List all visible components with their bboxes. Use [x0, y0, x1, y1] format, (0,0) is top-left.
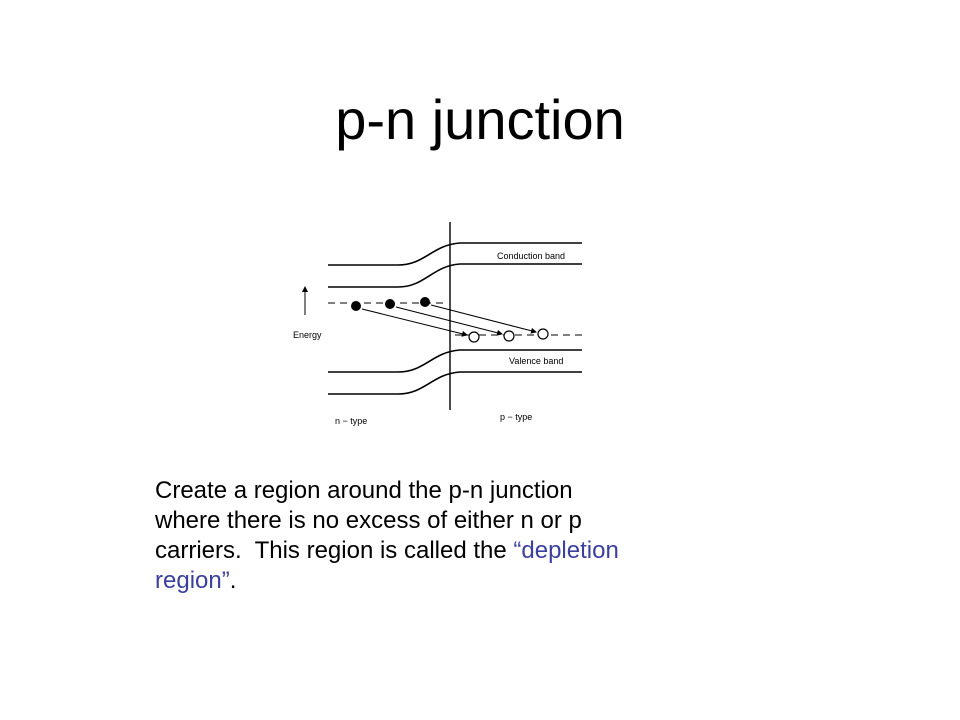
body-line-2: where there is no excess of either n or … [155, 507, 582, 534]
n-type-label: n − type [335, 416, 367, 426]
body-line-4-period: . [229, 567, 237, 594]
depletion-term-end: region” [155, 567, 230, 594]
body-line-4: region”. [155, 566, 835, 596]
transfer-arrow-1 [361, 308, 468, 337]
valence-band-lower [328, 371, 582, 395]
valence-band-upper [328, 349, 582, 373]
hole-1 [468, 331, 480, 343]
body-line-3: carriers. This region is called the “dep… [155, 536, 835, 566]
electron-1 [351, 301, 361, 311]
conduction-band-lower [328, 263, 582, 288]
conduction-band-label: Conduction band [497, 251, 565, 261]
p-type-label: p − type [500, 412, 532, 422]
body-line-3-text: carriers. This region is called the [155, 537, 514, 564]
body-line-1: Create a region around the p-n junction [155, 477, 573, 504]
hole-3 [537, 328, 549, 340]
body-paragraph: Create a region around the p-n junction … [155, 476, 835, 596]
energy-label: Energy [293, 330, 322, 340]
depletion-term-start: “depletion [513, 537, 619, 564]
transfer-arrow-3 [430, 304, 537, 334]
hole-2 [503, 330, 515, 342]
electron-3 [420, 297, 430, 307]
transfer-arrow-2 [395, 306, 503, 336]
valence-band-label: Valence band [509, 356, 563, 366]
conduction-band-upper [328, 242, 582, 266]
slide-title: p-n junction [335, 88, 625, 151]
electron-2 [385, 299, 395, 309]
